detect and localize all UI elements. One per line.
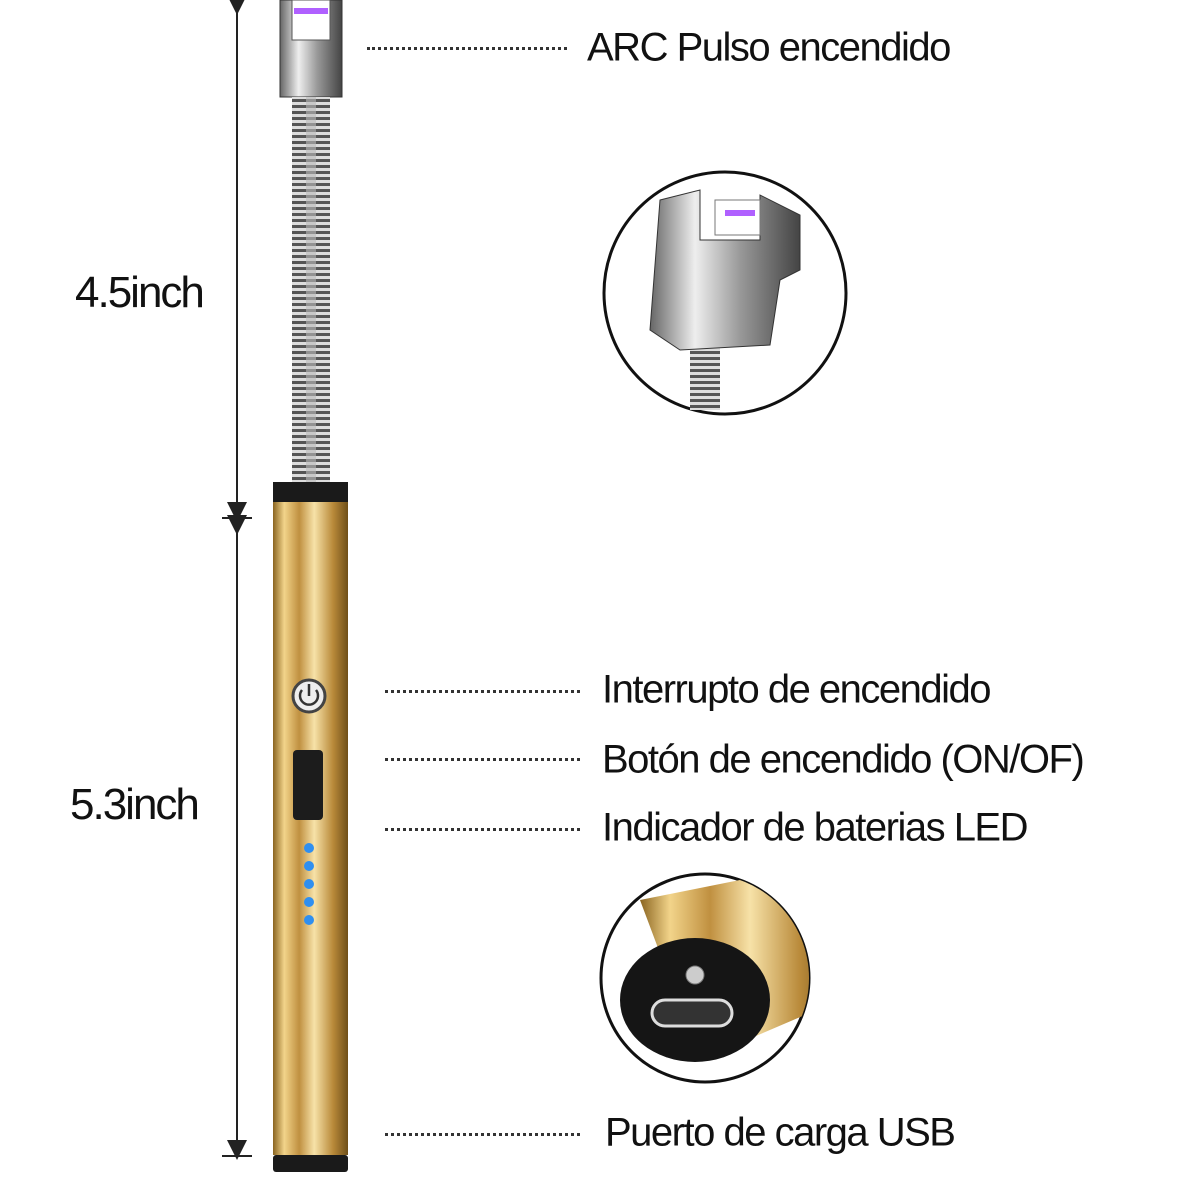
callout-switch: Interrupto de encendido — [602, 667, 992, 712]
callout-arc: ARC Pulso encendido — [587, 25, 951, 70]
gold-body — [273, 502, 348, 1155]
leader-line-arc — [367, 47, 567, 50]
on-off-slider — [293, 750, 323, 820]
power-icon — [291, 678, 327, 714]
usb-port-closeup — [599, 872, 811, 1084]
leader-line-button — [385, 758, 580, 761]
arc-head — [279, 0, 343, 98]
battery-led-indicator — [304, 843, 314, 925]
leader-line-led — [385, 828, 580, 831]
neck-collar — [273, 482, 348, 502]
callout-led: Indicador de baterias LED — [602, 805, 1029, 850]
arc-head-closeup — [602, 170, 848, 416]
body-length-label: 5.3inch — [70, 780, 200, 829]
bottom-cap — [273, 1155, 348, 1172]
callout-usb: Puerto de carga USB — [605, 1110, 956, 1155]
dimension-line-neck — [222, 0, 252, 522]
callout-button: Botón de encendido (ON/OF) — [602, 737, 1085, 782]
leader-line-switch — [385, 690, 580, 693]
dimension-line-body — [222, 515, 252, 1160]
neck-length-label: 4.5inch — [75, 268, 205, 317]
leader-line-usb — [385, 1133, 580, 1136]
